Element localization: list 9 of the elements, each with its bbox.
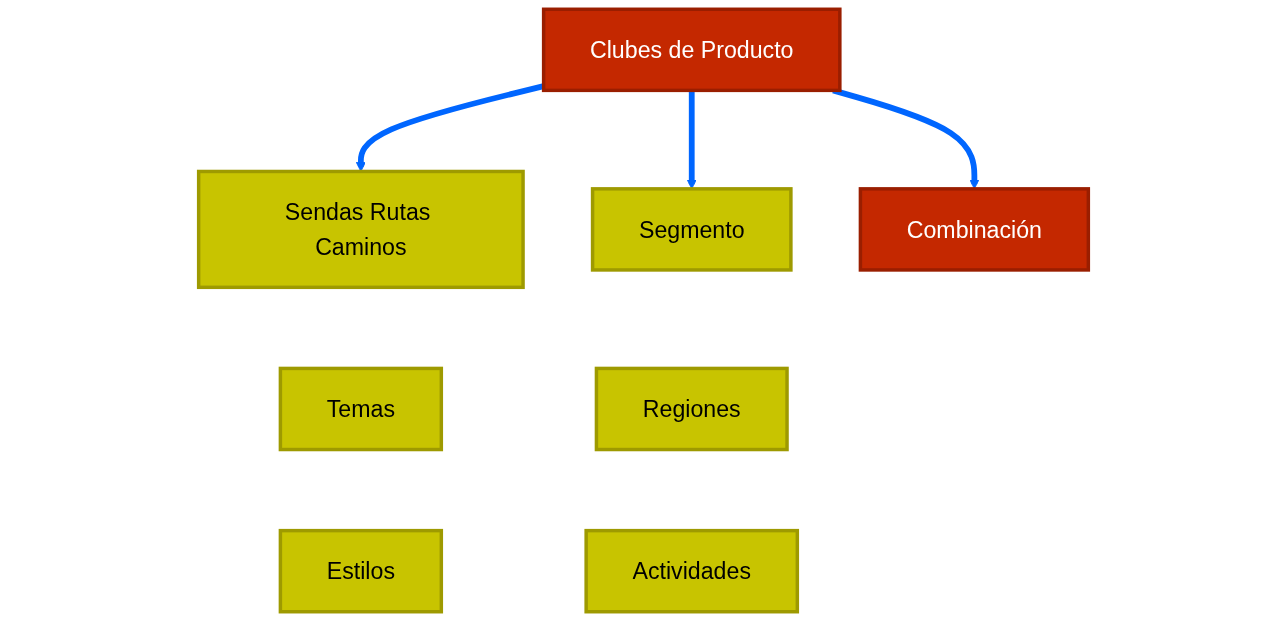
node-box: Sendas Rutas Caminos — [196, 169, 525, 290]
node-box: Combinación — [858, 187, 1091, 272]
arrow — [355, 83, 545, 172]
node-box: Estilos — [278, 528, 444, 614]
node-box: Actividades — [584, 528, 800, 614]
node-box: Segmento — [590, 187, 793, 272]
node-box: Clubes de Producto — [541, 7, 842, 93]
node-box: Regiones — [594, 366, 789, 452]
node-box: Temas — [278, 366, 444, 452]
